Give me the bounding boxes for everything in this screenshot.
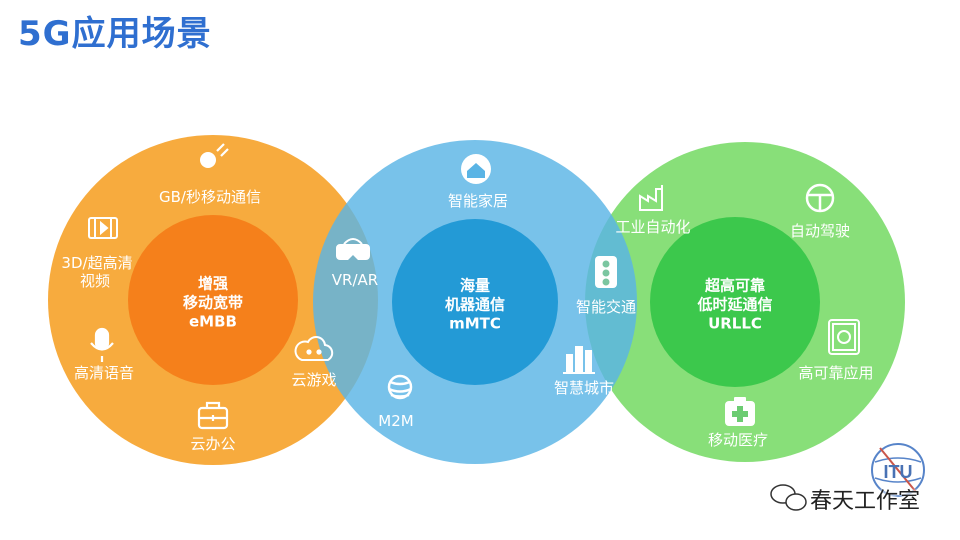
satellite-dish-icon — [200, 143, 229, 168]
label-autonomous-driving: 自动驾驶 — [789, 222, 851, 240]
wechat-icon — [770, 484, 807, 511]
factory-icon — [639, 185, 663, 211]
microphone-icon — [90, 327, 114, 362]
label-smart-home: 智能家居 — [447, 192, 509, 210]
home-icon — [461, 154, 491, 184]
itu-logo: ITU — [871, 443, 925, 497]
vr-headset-icon — [336, 238, 370, 260]
label-video: 视频 — [79, 272, 111, 290]
briefcase-icon — [197, 401, 229, 430]
label-cloud-gaming: 云游戏 — [291, 371, 337, 389]
steering-wheel-icon — [805, 183, 835, 213]
urllc-core-circle — [650, 217, 820, 387]
label-3d-uhd: 3D/超高清 — [61, 254, 133, 272]
label-smart-city: 智慧城市 — [553, 379, 615, 397]
page-title: 5G应用场景 — [18, 14, 212, 54]
globe-icon — [387, 374, 413, 400]
cloud-gamepad-icon — [294, 336, 334, 361]
traffic-light-icon — [595, 256, 617, 288]
medical-kit-icon — [725, 397, 755, 426]
safe-icon — [828, 319, 860, 355]
embb-core-circle — [128, 215, 298, 385]
label-gb-mobile: GB/秒移动通信 — [159, 188, 261, 206]
label-m2m: M2M — [378, 412, 414, 430]
mmtc-core-circle — [392, 219, 558, 385]
video-film-icon — [88, 217, 118, 239]
label-vr-ar: VR/AR — [331, 271, 379, 289]
label-high-reliability: 高可靠应用 — [798, 364, 874, 382]
label-industrial-automation: 工业自动化 — [615, 218, 691, 236]
label-mobile-medical: 移动医疗 — [707, 431, 769, 449]
city-buildings-icon — [563, 346, 595, 374]
watermark-text: 春天工作室 — [810, 489, 921, 514]
label-cloud-office: 云办公 — [190, 435, 236, 453]
itu-logo-text: ITU — [884, 462, 913, 482]
label-smart-traffic: 智能交通 — [575, 298, 637, 316]
label-hd-voice: 高清语音 — [73, 364, 135, 382]
